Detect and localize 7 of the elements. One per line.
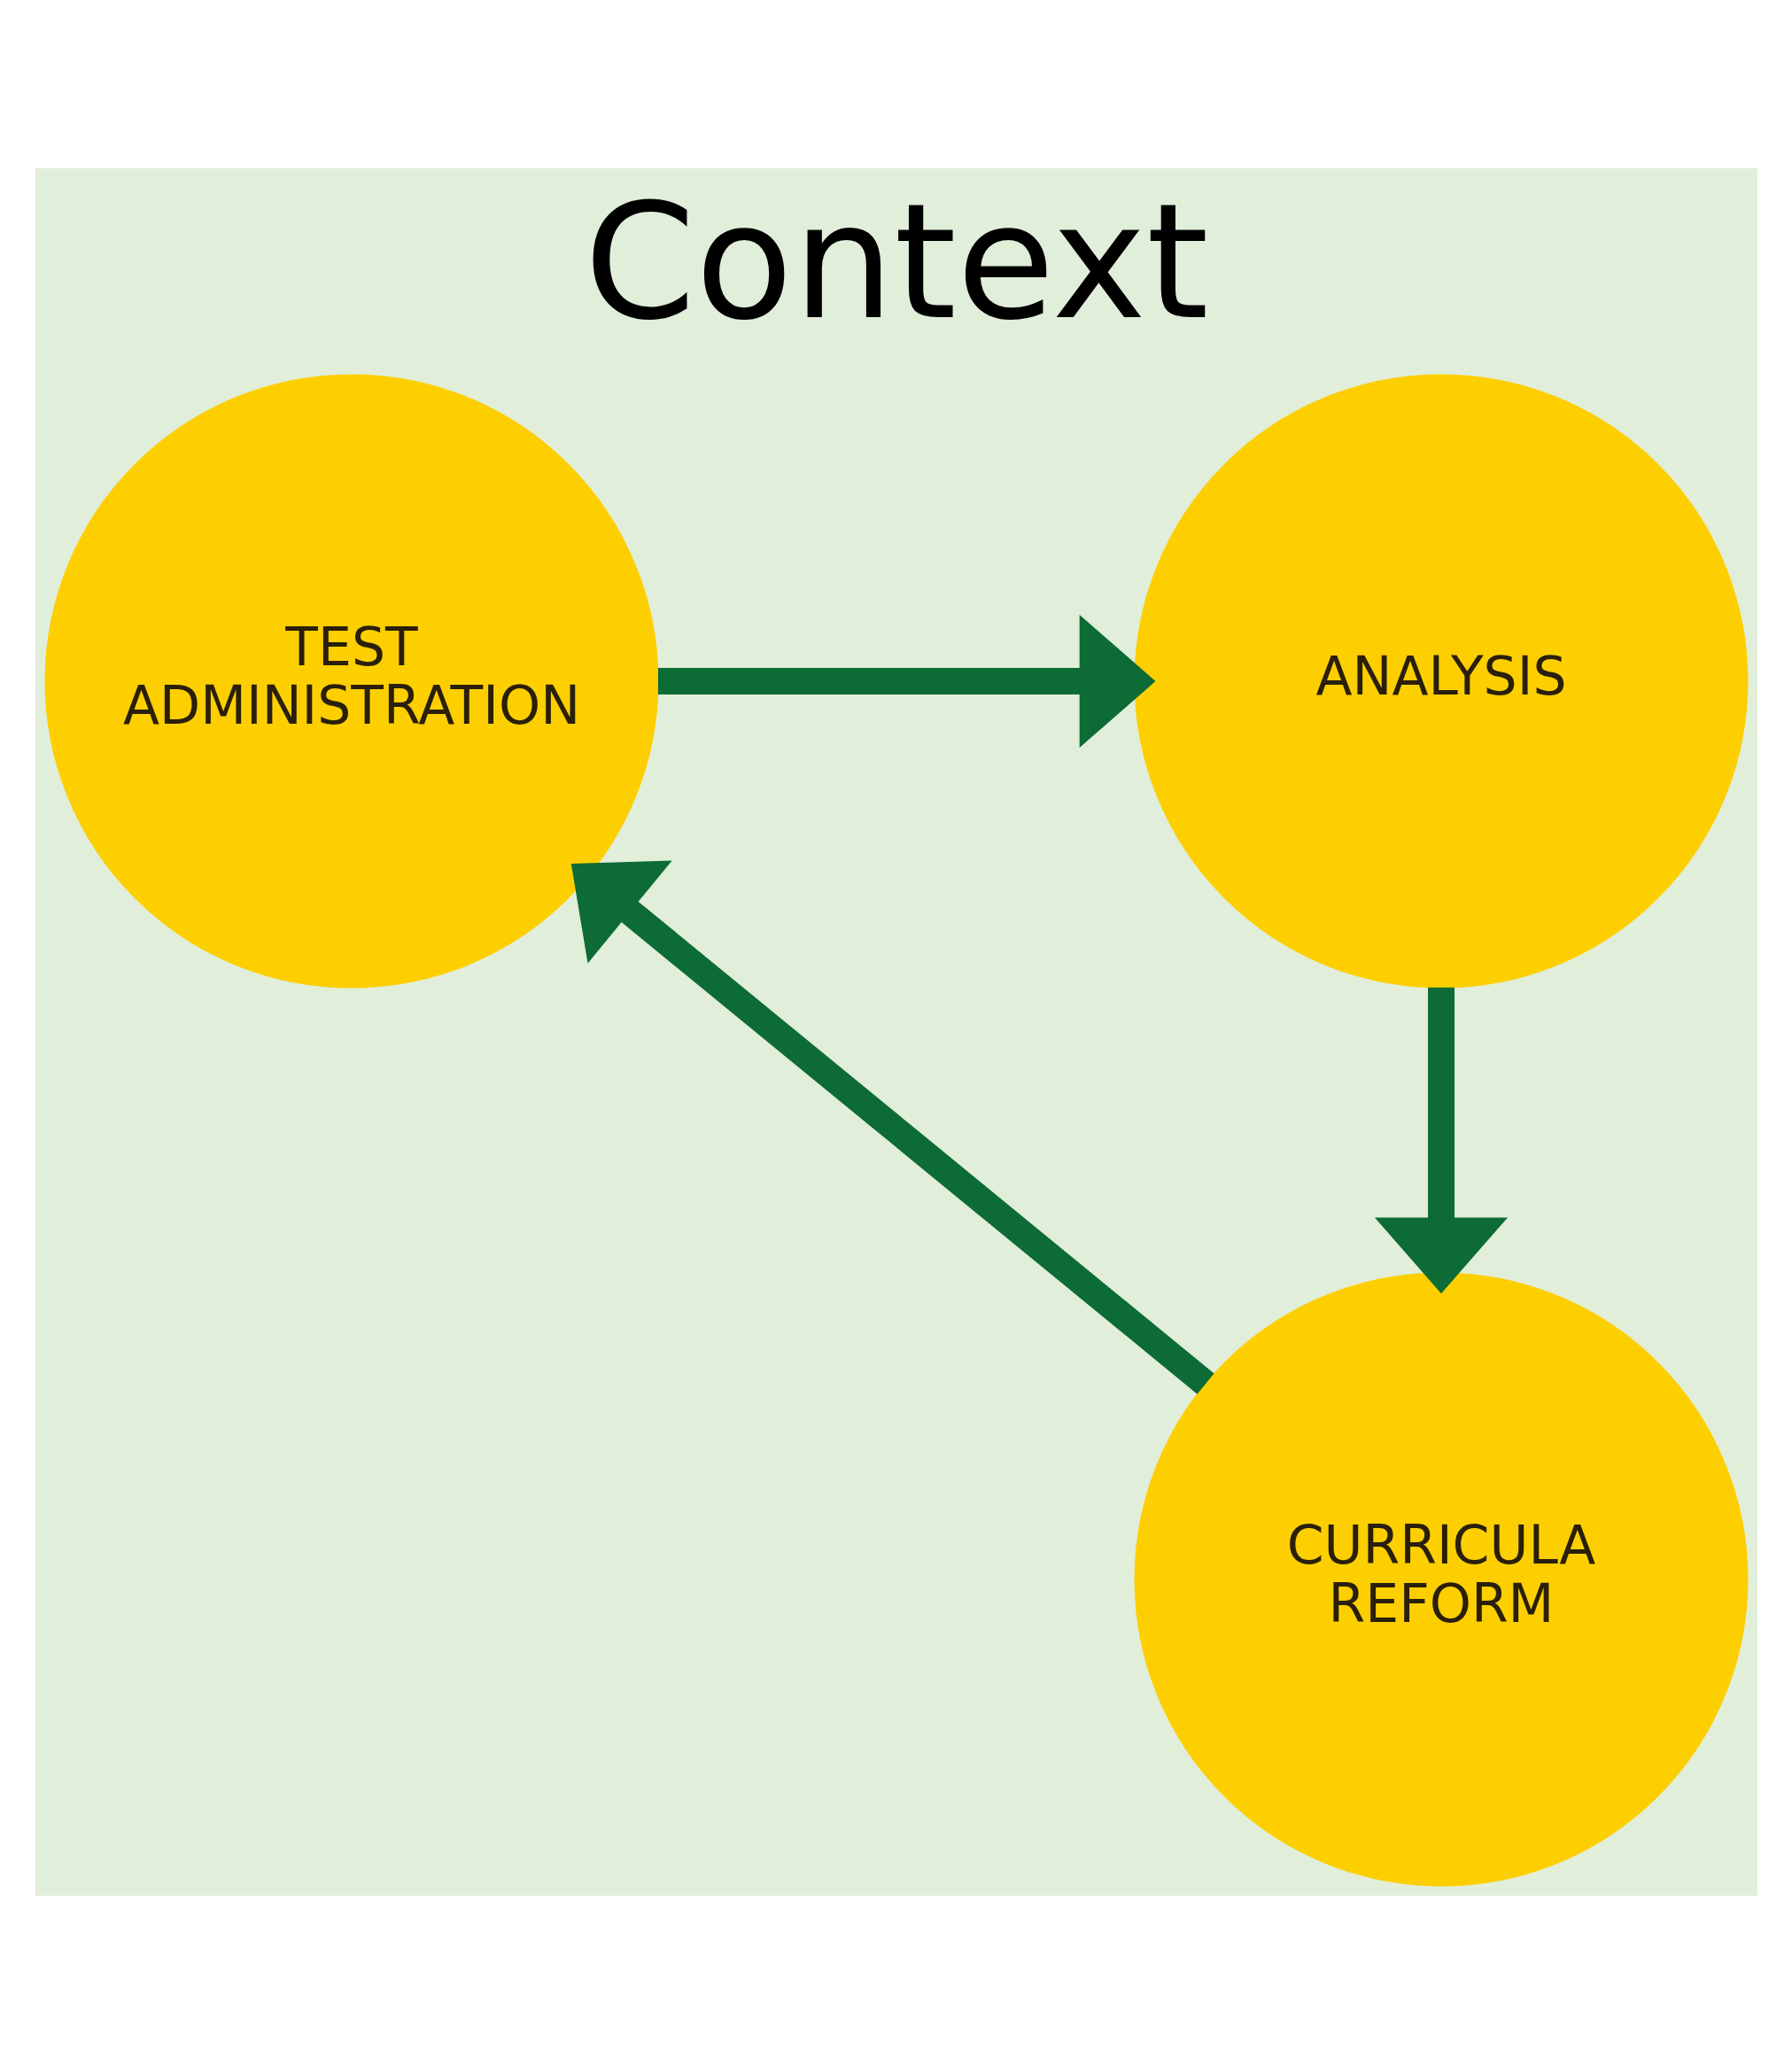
node-circle: ANALYSIS bbox=[1134, 374, 1748, 989]
node-circle: CURRICULA REFORM bbox=[1134, 1272, 1748, 1887]
node-circle: TEST ADMINISTRATION bbox=[44, 374, 658, 989]
arrow bbox=[1374, 987, 1508, 1294]
arrow bbox=[570, 860, 1214, 1394]
arrow bbox=[657, 614, 1155, 749]
diagram-title: Context bbox=[583, 169, 1209, 354]
